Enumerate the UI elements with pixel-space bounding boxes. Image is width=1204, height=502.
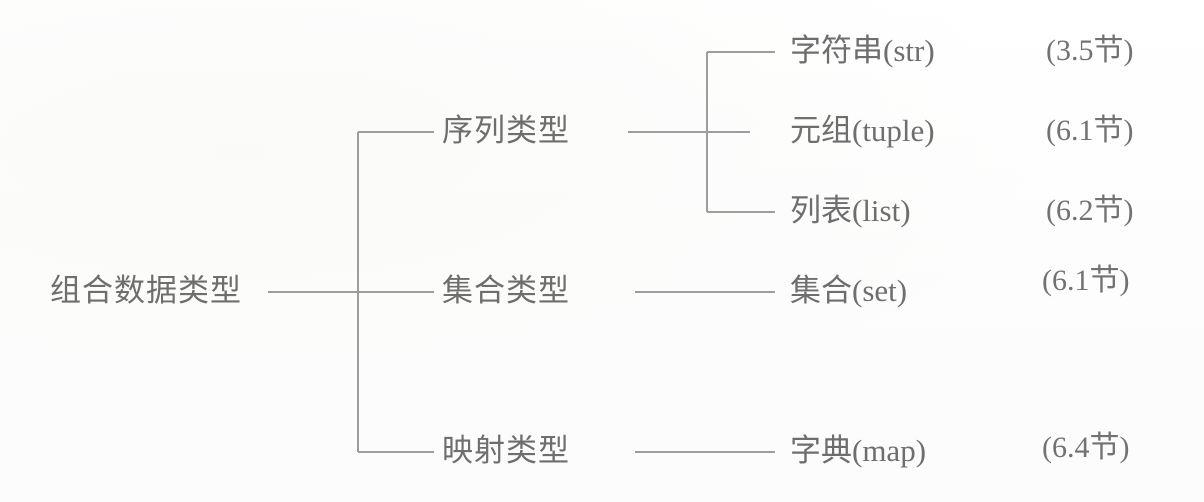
leaf-label-tuple: 元组(tuple) — [790, 113, 935, 148]
section-label-set: (6.1节) — [1042, 264, 1130, 297]
leaf-label-list: 列表(list) — [790, 193, 911, 228]
section-label-str: (3.5节) — [1046, 34, 1134, 67]
leaf-label-set: 集合(set) — [790, 273, 908, 308]
branch-label-sequence: 序列类型 — [442, 113, 570, 148]
branch-label-mapping: 映射类型 — [442, 433, 570, 468]
leaf-label-map: 字典(map) — [790, 433, 927, 468]
section-label-tuple: (6.1节) — [1046, 114, 1134, 147]
root-node-label: 组合数据类型 — [50, 273, 242, 308]
leaf-label-str: 字符串(str) — [790, 33, 935, 68]
branch-label-set: 集合类型 — [442, 273, 570, 308]
section-label-map: (6.4节) — [1042, 431, 1130, 464]
section-label-list: (6.2节) — [1046, 194, 1134, 227]
